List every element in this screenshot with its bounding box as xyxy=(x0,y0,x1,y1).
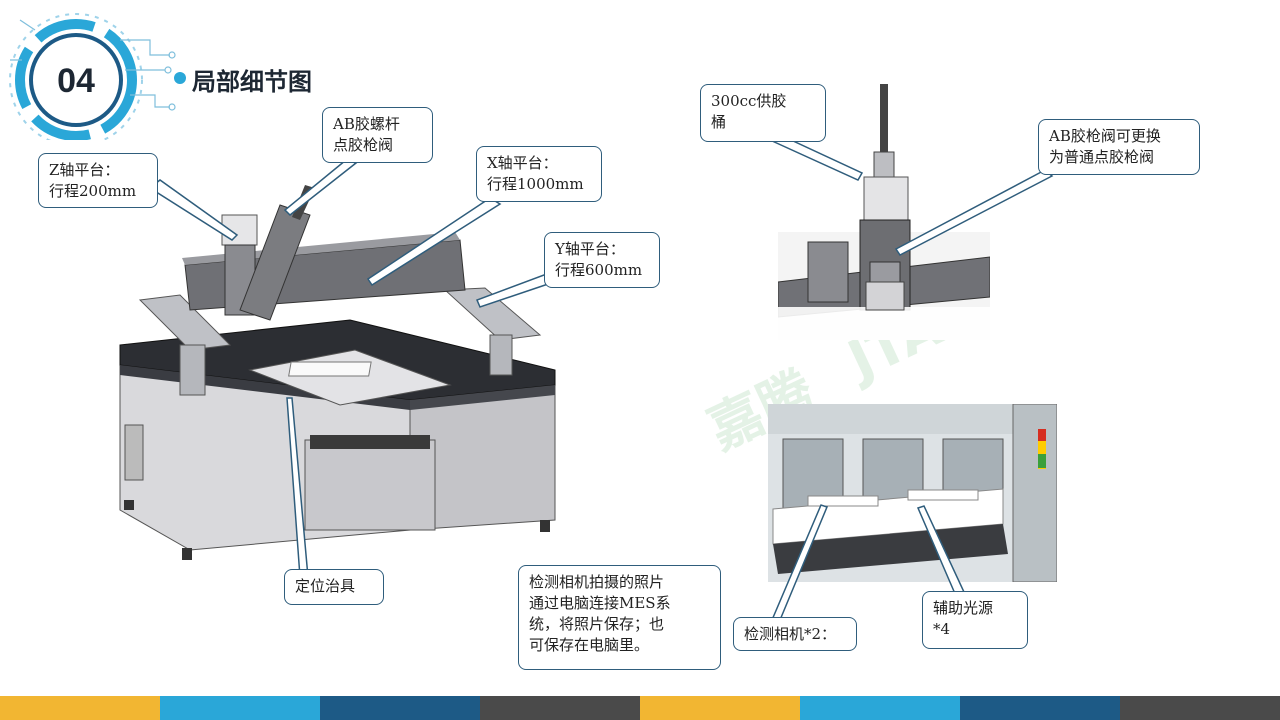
footer-stripe-6 xyxy=(800,696,960,720)
glue-barrel-detail-image xyxy=(778,84,990,340)
footer-stripe-4 xyxy=(480,696,640,720)
callout-valve-swap: AB胶枪阀可更换 为普通点胶枪阀 xyxy=(1038,119,1200,175)
footer-stripe-8 xyxy=(1120,696,1280,720)
footer-stripe-5 xyxy=(640,696,800,720)
section-number: 04 xyxy=(40,45,112,117)
callout-glue-barrel: 300cc供胶 桶 xyxy=(700,84,826,142)
callout-auxiliary-light: 辅助光源 *4 xyxy=(922,591,1028,649)
callout-x-platform: X轴平台： 行程1000mm xyxy=(476,146,602,202)
callout-camera-note: 检测相机拍摄的照片 通过电脑连接MES系 统，将照片保存；也 可保存在电脑里。 xyxy=(518,565,721,670)
callout-ab-screw-valve: AB胶螺杆 点胶枪阀 xyxy=(322,107,433,163)
callout-fixture: 定位治具 xyxy=(284,569,384,605)
callout-z-platform: Z轴平台： 行程200mm xyxy=(38,153,158,208)
dispensing-machine-illustration xyxy=(119,185,556,560)
header-decoration xyxy=(9,13,186,140)
inspection-station-detail-image xyxy=(768,404,1057,582)
section-title: 局部细节图 xyxy=(192,68,312,96)
footer-stripe-2 xyxy=(160,696,320,720)
footer-stripe-3 xyxy=(320,696,480,720)
callout-inspection-camera: 检测相机*2： xyxy=(733,617,857,651)
callout-y-platform: Y轴平台： 行程600mm xyxy=(544,232,660,288)
footer-stripe-1 xyxy=(0,696,160,720)
footer-stripe-7 xyxy=(960,696,1120,720)
